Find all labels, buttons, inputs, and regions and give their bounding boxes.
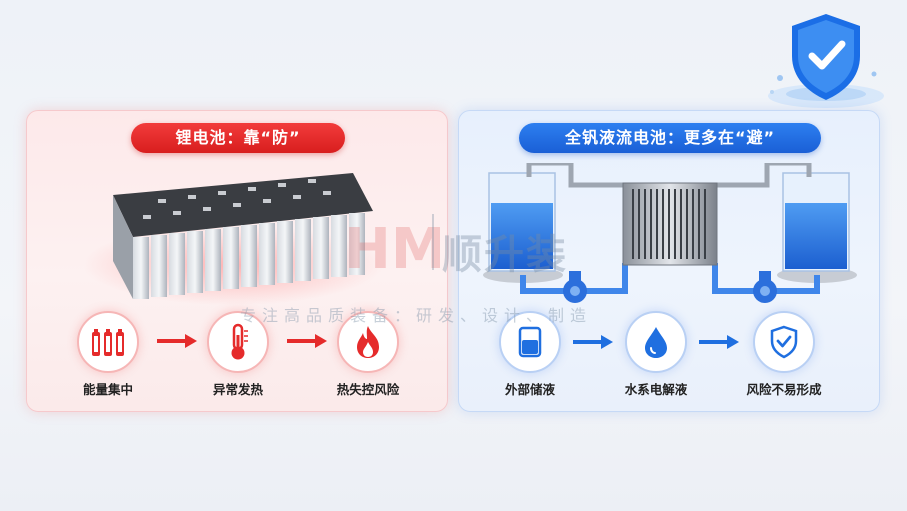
watermark-tagline: 专注高品质装备：研发、设计、制造 (240, 306, 593, 325)
lithium-battery-panel: 锂电池：靠“防” (26, 110, 448, 412)
energy-concentration-circle (77, 311, 139, 373)
battery-pack-illustration (83, 165, 383, 305)
step-label-heating: 异常发热 (212, 382, 263, 397)
watermark-logo: HMS (340, 196, 487, 286)
battery-cells-icon (92, 329, 124, 356)
vanadium-flow-battery-panel: 全钒液流电池：更多在“避” (458, 110, 880, 412)
step-label-thermal-runaway: 热失控风险 (336, 382, 400, 397)
water-drop-icon (645, 327, 667, 358)
external-storage-circle (499, 311, 561, 373)
flow-battery-illustration (483, 160, 857, 313)
arrow-right-icon (287, 334, 327, 348)
arrow-right-icon (157, 334, 197, 348)
watermark-logo-text: HMS (344, 217, 440, 282)
safety-shield-badge (762, 8, 892, 113)
step-label-low-risk: 风险不易形成 (746, 382, 822, 397)
fire-icon (357, 326, 379, 358)
vanadium-flow-battery-title: 全钒液流电池：更多在“避” (519, 123, 821, 153)
aqueous-electrolyte-circle (625, 311, 687, 373)
step-label-aqueous-electrolyte: 水系电解液 (624, 382, 688, 397)
shield-check-icon (770, 325, 798, 359)
beaker-icon (518, 326, 542, 358)
arrow-right-icon (573, 335, 613, 349)
thermometer-icon (231, 323, 248, 360)
watermark-company-name: 顺升装 (442, 232, 568, 278)
step-label-external-storage: 外部储液 (504, 382, 555, 397)
thermal-runaway-circle (337, 311, 399, 373)
step-label-energy: 能量集中 (82, 382, 133, 397)
low-risk-circle (753, 311, 815, 373)
watermark-divider (432, 214, 434, 270)
abnormal-heating-circle (207, 311, 269, 373)
lithium-battery-title: 锂电池：靠“防” (131, 123, 345, 153)
arrow-right-icon (699, 335, 739, 349)
